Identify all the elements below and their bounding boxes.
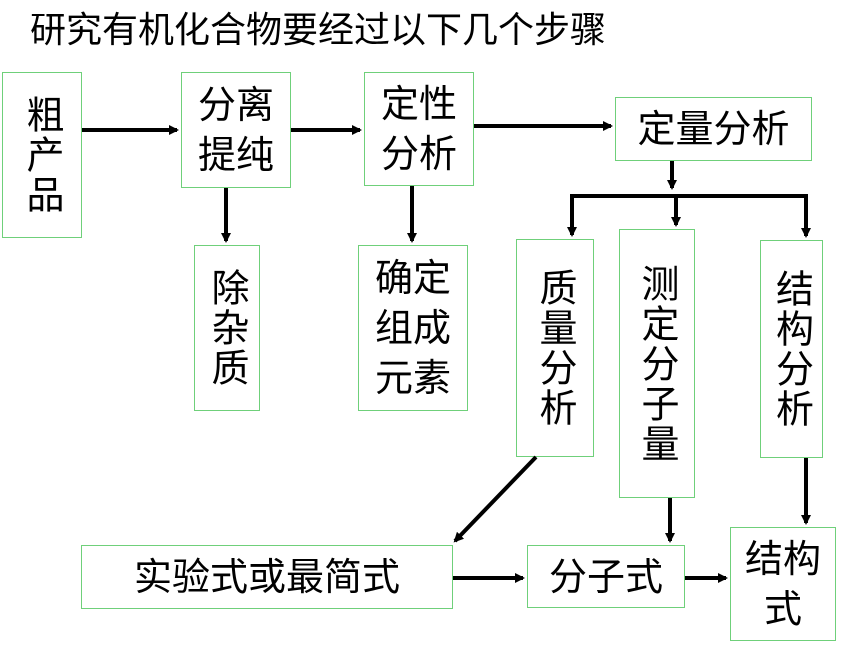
mass-analysis-box: 质量分析 bbox=[516, 239, 594, 457]
qualitative-analysis-box: 定性 分析 bbox=[364, 72, 474, 186]
determine-composition-box: 确定 组成 元素 bbox=[358, 245, 468, 411]
page-title: 研究有机化合物要经过以下几个步骤 bbox=[30, 10, 607, 51]
structural-formula-box: 结构 式 bbox=[730, 527, 836, 641]
empirical-formula-box: 实验式或最简式 bbox=[81, 545, 453, 609]
molecular-weight-box: 测定分子量 bbox=[619, 229, 695, 498]
remove-impurity-box: 除杂质 bbox=[194, 245, 260, 411]
arrow-mass-to-empirical bbox=[453, 455, 538, 543]
molecular-formula-box: 分子式 bbox=[527, 545, 685, 608]
separate-purify-box: 分离 提纯 bbox=[181, 72, 291, 188]
structure-analysis-box: 结构分析 bbox=[760, 240, 823, 458]
crude-product-box: 粗产品 bbox=[2, 72, 82, 238]
quantitative-analysis-box: 定量分析 bbox=[615, 97, 812, 161]
